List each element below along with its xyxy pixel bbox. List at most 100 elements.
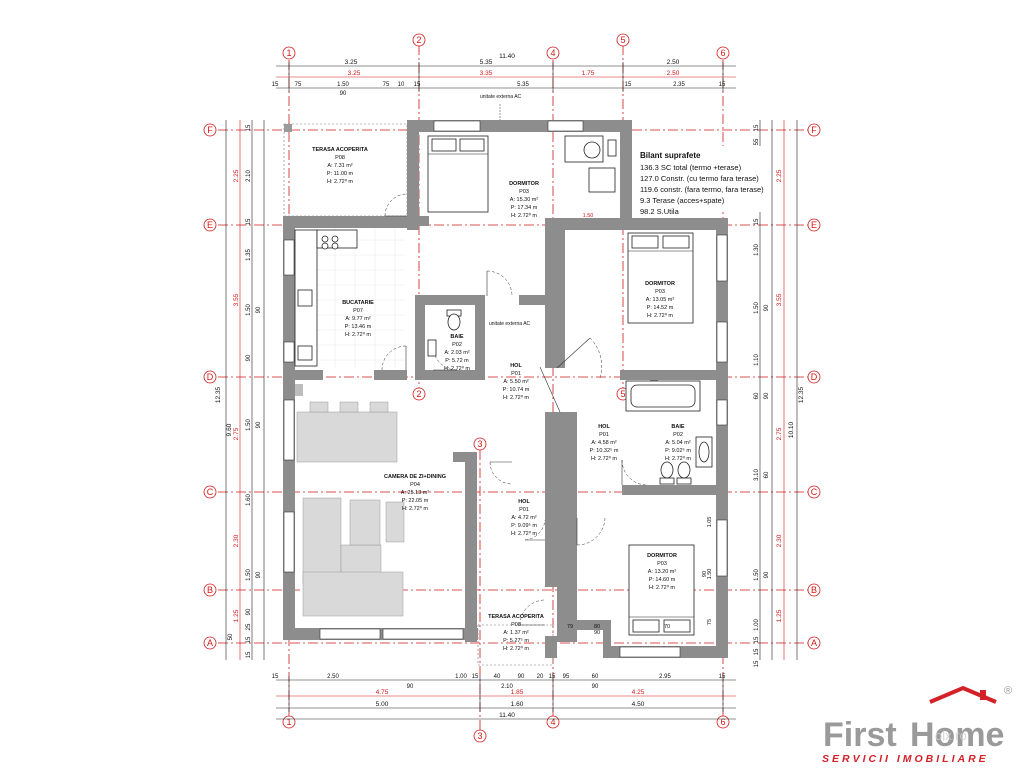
svg-text:1.50: 1.50 — [583, 213, 594, 219]
svg-text:2.25: 2.25 — [233, 169, 240, 182]
svg-text:P: 10.74 m: P: 10.74 m — [503, 387, 530, 393]
registered-mark: ® — [1004, 685, 1012, 697]
olx-watermark: olx.ro — [935, 728, 967, 743]
svg-text:3.55: 3.55 — [233, 293, 240, 306]
dimension-lines-bottom: 15 2.50 1.00 15 40 90 20 15 95 2.95 15 9… — [272, 674, 736, 720]
svg-text:90: 90 — [340, 91, 347, 97]
svg-text:4.75: 4.75 — [376, 689, 389, 696]
svg-text:90: 90 — [246, 608, 252, 615]
svg-text:90: 90 — [246, 354, 252, 361]
logo-word-first: First — [823, 716, 897, 754]
room-label-hol-bottom: HOL P01 A: 4.72 m² P: 9.09⁵ m H: 2.72⁰ m — [511, 499, 537, 537]
svg-text:P02: P02 — [673, 432, 683, 438]
svg-text:P04: P04 — [410, 482, 420, 488]
svg-text:P: 22.05 m: P: 22.05 m — [402, 498, 429, 504]
svg-text:80: 80 — [594, 624, 600, 630]
svg-text:1.60: 1.60 — [511, 701, 524, 708]
bed-right — [627, 232, 694, 324]
svg-text:TERASA ACOPERITA: TERASA ACOPERITA — [488, 614, 544, 620]
svg-text:P: 13.46 m: P: 13.46 m — [345, 324, 372, 330]
svg-text:TERASA ACOPERITA: TERASA ACOPERITA — [312, 147, 368, 153]
svg-text:A: 15.30 m²: A: 15.30 m² — [510, 197, 539, 203]
svg-text:15: 15 — [246, 124, 252, 131]
svg-text:A: 1.37 m²: A: 1.37 m² — [503, 630, 529, 636]
svg-text:E: E — [811, 220, 817, 230]
svg-text:1.75: 1.75 — [582, 70, 595, 77]
svg-text:2.35: 2.35 — [673, 82, 685, 88]
dining-table — [296, 401, 398, 463]
svg-text:15: 15 — [272, 82, 279, 88]
svg-text:70: 70 — [664, 624, 670, 630]
dimension-lines-right: 12.35 10.10 2.25 3.55 2.75 2.30 1.25 15 … — [754, 120, 805, 667]
svg-text:P01: P01 — [599, 432, 609, 438]
svg-text:P08: P08 — [335, 155, 345, 161]
axis-bubbles-left: F E D C B A — [203, 123, 217, 650]
svg-text:15: 15 — [549, 674, 556, 680]
svg-text:136.3 SC total (termo +terase): 136.3 SC total (termo +terase) — [640, 163, 742, 172]
svg-text:D: D — [207, 372, 214, 382]
svg-text:3.25: 3.25 — [345, 59, 358, 66]
logo-tagline: SERVICII IMOBILIARE — [822, 753, 989, 765]
svg-text:15: 15 — [754, 636, 760, 643]
svg-text:BAIE: BAIE — [671, 424, 684, 430]
svg-text:4: 4 — [550, 717, 555, 727]
svg-text:90: 90 — [407, 684, 414, 690]
dimension-lines-left: 12.35 9.60 2.25 3.55 2.75 2.30 1.25 50 1… — [215, 120, 265, 660]
svg-text:60: 60 — [592, 674, 599, 680]
svg-text:unitate externa AC: unitate externa AC — [480, 94, 522, 100]
svg-text:P: 10.32⁵ m: P: 10.32⁵ m — [590, 447, 619, 454]
svg-text:A: 13.20 m²: A: 13.20 m² — [648, 569, 677, 575]
kitchen-counter — [294, 229, 358, 367]
svg-text:unitate externa AC: unitate externa AC — [489, 321, 531, 327]
area-summary-box: Bilant suprafete 136.3 SC total (termo +… — [636, 146, 768, 216]
svg-text:15: 15 — [246, 636, 252, 643]
svg-text:P: 9.09⁵ m: P: 9.09⁵ m — [511, 522, 537, 529]
ac-note-top: unitate externa AC — [480, 94, 522, 120]
svg-text:HOL: HOL — [518, 499, 530, 505]
svg-text:15: 15 — [272, 674, 279, 680]
svg-text:P: 17.34 m: P: 17.34 m — [511, 205, 538, 211]
svg-text:1.50: 1.50 — [337, 82, 349, 88]
svg-text:P07: P07 — [353, 308, 363, 314]
svg-text:1.50: 1.50 — [246, 419, 252, 431]
svg-text:P: 9.02⁵ m: P: 9.02⁵ m — [665, 447, 691, 454]
svg-text:15: 15 — [754, 660, 760, 667]
svg-text:40: 40 — [494, 674, 501, 680]
svg-text:90: 90 — [594, 630, 600, 636]
svg-text:F: F — [207, 125, 213, 135]
svg-text:DORMITOR: DORMITOR — [647, 553, 677, 559]
svg-text:P03: P03 — [519, 189, 529, 195]
svg-text:D: D — [811, 372, 818, 382]
windows — [283, 120, 728, 658]
svg-text:H: 2.72⁰ m: H: 2.72⁰ m — [511, 212, 537, 219]
svg-text:C: C — [207, 487, 214, 497]
svg-text:1.50: 1.50 — [246, 304, 252, 316]
svg-text:BAIE: BAIE — [450, 334, 463, 340]
svg-text:15: 15 — [719, 82, 726, 88]
svg-text:5: 5 — [620, 389, 625, 399]
svg-text:6: 6 — [720, 717, 725, 727]
svg-text:H: 2.72⁰ m: H: 2.72⁰ m — [665, 455, 691, 462]
svg-text:F: F — [811, 125, 817, 135]
svg-text:P08: P08 — [511, 622, 521, 628]
svg-text:90: 90 — [256, 571, 262, 578]
svg-text:A: A — [811, 638, 817, 648]
svg-text:75: 75 — [383, 82, 390, 88]
axis-label-6: 6 — [720, 48, 725, 58]
toilet-small-bath — [427, 309, 462, 357]
svg-text:1: 1 — [286, 717, 291, 727]
svg-text:15: 15 — [754, 124, 760, 131]
room-label-dormitor-bottom: DORMITOR P03 A: 13.20 m² P: 14.60 m H: 2… — [647, 553, 677, 591]
axis-bubbles-top: 1 2 4 5 6 — [282, 33, 730, 60]
svg-text:A: 5.50 m²: A: 5.50 m² — [503, 379, 529, 385]
svg-text:P: 14.60 m: P: 14.60 m — [649, 577, 676, 583]
svg-text:15: 15 — [246, 651, 252, 658]
svg-text:1.30: 1.30 — [754, 244, 760, 256]
svg-text:1.50: 1.50 — [246, 569, 252, 581]
bed-top — [427, 135, 489, 213]
ac-note-middle: unitate externa AC — [489, 321, 531, 327]
svg-text:2.10: 2.10 — [501, 684, 513, 690]
svg-text:3.55: 3.55 — [776, 293, 783, 306]
room-label-hol-right: HOL P01 A: 4.58 m² P: 10.32⁵ m H: 2.72⁰ … — [590, 424, 619, 462]
svg-text:1.10: 1.10 — [754, 354, 760, 366]
